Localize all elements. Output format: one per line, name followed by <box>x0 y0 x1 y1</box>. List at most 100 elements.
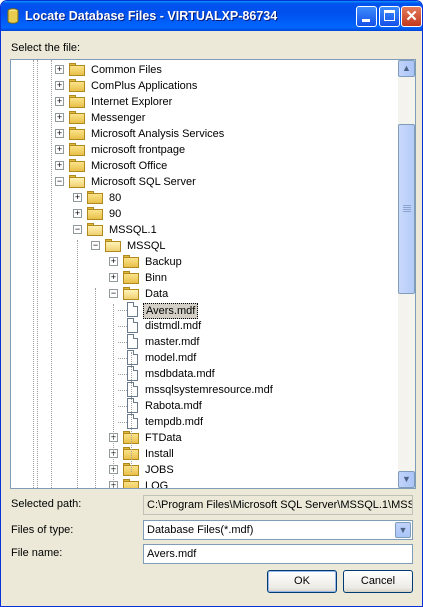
tree-connector <box>118 326 127 327</box>
files-of-type-select[interactable]: Database Files(*.mdf) ▼ <box>143 520 413 540</box>
file-name-input[interactable]: Avers.mdf <box>143 544 413 564</box>
folder-icon <box>69 79 85 92</box>
file-icon <box>127 350 138 365</box>
expand-icon[interactable]: + <box>55 144 64 154</box>
tree-guide-line <box>95 288 96 488</box>
expand-icon[interactable]: + <box>55 160 64 170</box>
chevron-down-icon[interactable]: ▼ <box>395 522 411 538</box>
tree-item-label: Avers.mdf <box>143 303 199 319</box>
database-icon <box>7 8 19 24</box>
tree-item-label: 90 <box>109 208 122 220</box>
scroll-thumb[interactable] <box>398 124 415 294</box>
tree-item-label: Rabota.mdf <box>145 400 202 412</box>
folder-icon <box>69 63 85 76</box>
tree-connector <box>118 390 127 391</box>
tree-item-label: Backup <box>145 256 182 268</box>
scroll-down-button[interactable]: ▼ <box>398 471 415 488</box>
scroll-grip <box>403 207 411 208</box>
tree-connector <box>118 406 127 407</box>
selected-path-label: Selected path: <box>11 498 82 510</box>
tree-item-label: msdbdata.mdf <box>145 368 215 380</box>
tree-guide-line <box>51 60 52 488</box>
minimize-icon <box>362 19 370 22</box>
expand-icon[interactable]: + <box>55 64 64 74</box>
tree-item-label: mssqlsystemresource.mdf <box>145 384 273 396</box>
files-of-type-label: Files of type: <box>11 524 74 536</box>
tree-item-label: MSSQL <box>127 240 166 252</box>
folder-icon <box>87 207 103 220</box>
tree-connector <box>118 374 127 375</box>
tree-item-label: master.mdf <box>145 336 200 348</box>
scroll-up-button[interactable]: ▲ <box>398 60 415 77</box>
collapse-icon[interactable]: − <box>55 176 64 186</box>
scroll-grip <box>403 209 411 210</box>
tree-item-label: Messenger <box>91 112 146 124</box>
folder-icon <box>69 175 85 188</box>
tree-item-label: JOBS <box>145 464 174 476</box>
folder-icon <box>105 239 121 252</box>
folder-icon <box>69 95 85 108</box>
close-icon: ✕ <box>405 8 418 25</box>
tree-item-label: Microsoft SQL Server <box>91 176 196 188</box>
tree-item-label: Binn <box>145 272 168 284</box>
files-of-type-value: Database Files(*.mdf) <box>147 524 254 536</box>
collapse-icon[interactable]: − <box>73 224 82 234</box>
scroll-grip <box>403 205 411 206</box>
ok-button[interactable]: OK <box>267 570 337 593</box>
expand-icon[interactable]: + <box>55 80 64 90</box>
folder-icon <box>123 255 139 268</box>
tree-item-label: Internet Explorer <box>91 96 173 108</box>
folder-icon <box>69 159 85 172</box>
tree-item-label: tempdb.mdf <box>145 416 204 428</box>
tree-item-label: ComPlus Applications <box>91 80 198 92</box>
tree-guide-line <box>77 240 78 488</box>
collapse-icon[interactable]: − <box>91 240 100 250</box>
tree-connector <box>118 310 127 311</box>
title-bar[interactable]: Locate Database Files - VIRTUALXP-86734 … <box>1 1 422 31</box>
folder-icon <box>87 191 103 204</box>
tree-connector <box>118 342 127 343</box>
expand-icon[interactable]: + <box>55 96 64 106</box>
tree-item-label: FTData <box>145 432 182 444</box>
close-button[interactable]: ✕ <box>401 6 422 27</box>
folder-icon <box>123 271 139 284</box>
folder-icon <box>87 223 103 236</box>
selected-path-field: C:\Program Files\Microsoft SQL Server\MS… <box>143 495 413 515</box>
vertical-scrollbar[interactable]: ▲ ▼ <box>398 60 415 488</box>
file-name-label: File name: <box>11 547 63 559</box>
expand-icon[interactable]: + <box>109 272 118 282</box>
expand-icon[interactable]: + <box>55 112 64 122</box>
tree-guide-line <box>33 60 34 488</box>
minimize-button[interactable] <box>356 6 377 27</box>
tree-item-label: microsoft frontpage <box>91 144 186 156</box>
file-tree[interactable]: + Common Files + ComPlus Applications + Inter… <box>10 59 416 489</box>
maximize-icon <box>384 10 395 21</box>
collapse-icon[interactable]: − <box>109 288 118 298</box>
window-title: Locate Database Files - VIRTUALXP-86734 <box>25 9 278 23</box>
cancel-button[interactable]: Cancel <box>343 570 413 593</box>
folder-icon <box>123 287 139 300</box>
tree-guide-line <box>37 60 38 488</box>
folder-icon <box>69 127 85 140</box>
file-icon <box>127 382 138 397</box>
tree-item-label: MSSQL.1 <box>109 224 157 236</box>
file-icon <box>127 414 138 429</box>
folder-icon <box>69 143 85 156</box>
file-icon <box>127 334 138 349</box>
expand-icon[interactable]: + <box>73 192 82 202</box>
tree-item-label: model.mdf <box>145 352 197 364</box>
tree-item-label: distmdl.mdf <box>145 320 202 332</box>
expand-icon[interactable]: + <box>73 208 82 218</box>
folder-icon <box>69 111 85 124</box>
expand-icon[interactable]: + <box>55 128 64 138</box>
expand-icon[interactable]: + <box>109 256 118 266</box>
scroll-grip <box>403 211 411 212</box>
folder-icon <box>123 479 139 488</box>
tree-item-label: LOG <box>145 480 169 489</box>
file-icon <box>127 398 138 413</box>
tree-item-label: Common Files <box>91 64 162 76</box>
maximize-button[interactable] <box>379 6 400 27</box>
tree-connector <box>118 358 127 359</box>
file-icon <box>127 318 138 333</box>
